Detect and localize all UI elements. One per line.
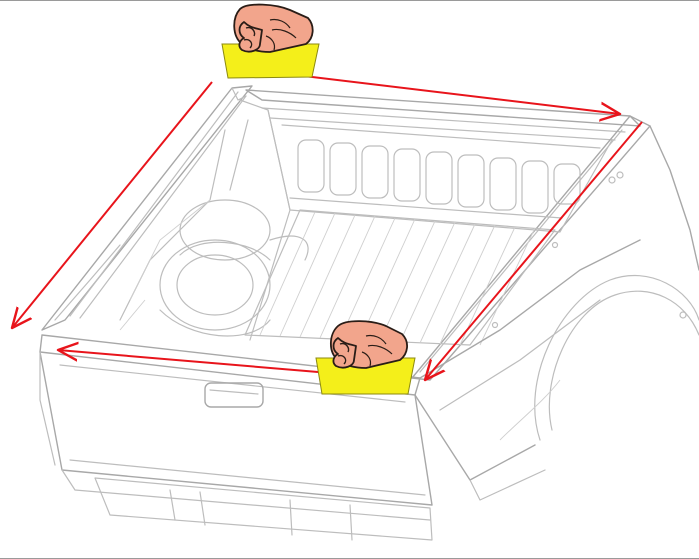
arrow-front-rail <box>253 69 620 114</box>
arrow-tailgate-top <box>58 350 319 373</box>
hand-icon <box>233 3 314 53</box>
left-bed-rail <box>41 85 253 331</box>
left-lower-body <box>39 244 121 466</box>
truck-bed-drawing <box>39 85 699 541</box>
right-fender <box>414 125 699 501</box>
tailgate-handle <box>204 382 264 408</box>
top-border <box>0 0 699 1</box>
hand-icon <box>329 320 408 369</box>
arrow-left-rail <box>12 81 213 328</box>
wipe-direction-arrows <box>12 69 643 380</box>
hand-holding-sponge-icon <box>315 320 416 395</box>
bed-floor <box>244 209 556 346</box>
front-bed-rail <box>245 89 641 141</box>
front-wall-ribs <box>297 139 581 214</box>
rear-bumper <box>94 477 433 541</box>
tailgate <box>39 334 433 521</box>
arrow-right-rail <box>425 121 643 380</box>
left-inner-wall <box>119 99 309 341</box>
front-wall <box>267 109 613 233</box>
hand-holding-sponge-icon <box>221 3 320 79</box>
bed-floor-ribs <box>259 211 536 346</box>
